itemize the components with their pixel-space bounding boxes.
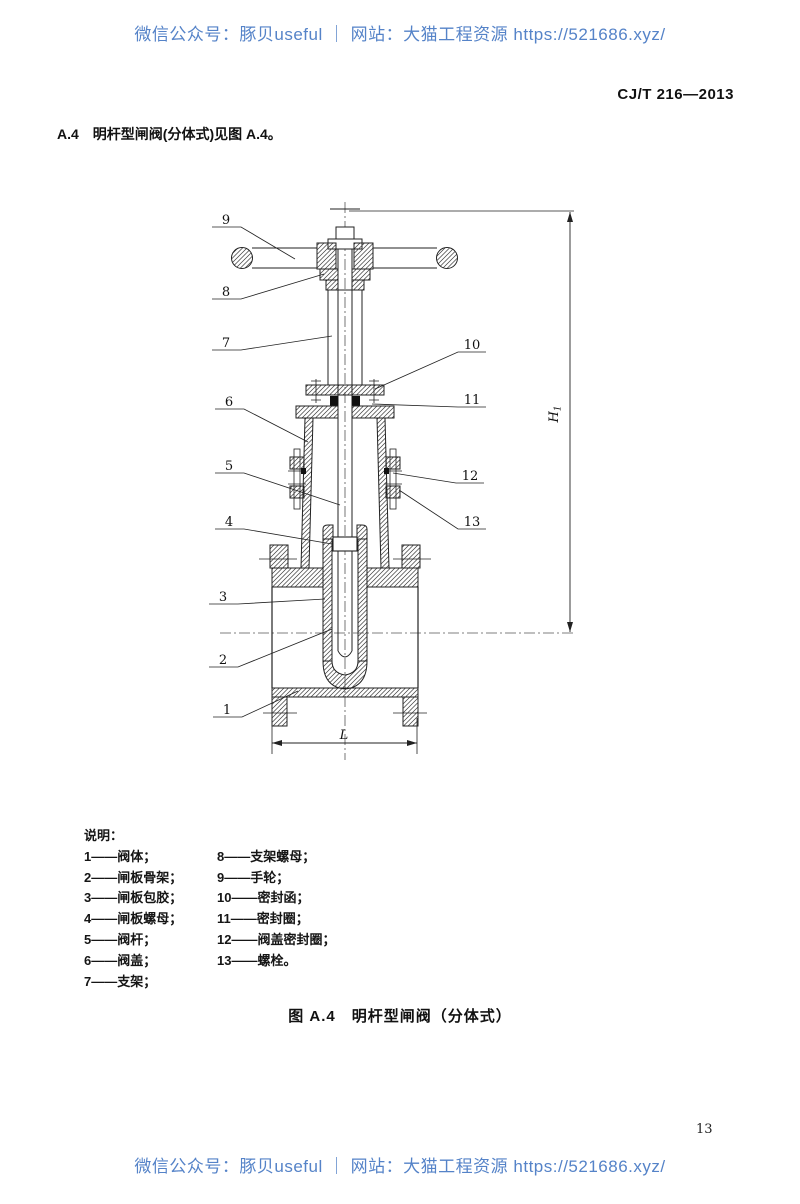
legend-item: 12——阀盖密封圈； (217, 931, 336, 947)
wheel-hub-right (353, 242, 374, 270)
legend-item: 8——支架螺母； (217, 848, 316, 864)
legend-item: 7——支架； (84, 973, 157, 989)
valve-body (259, 544, 431, 727)
clause-a4-paragraph: A.4 明杆型闸阀(分体式)见图 A.4。 (57, 124, 282, 144)
callout-leaders (209, 226, 486, 718)
legend-item: 3——闸板包胶； (84, 890, 183, 906)
legend-item: 11——密封圈； (217, 911, 309, 927)
legend-item: 1——阀体； (84, 848, 157, 864)
centerlines (220, 202, 574, 760)
legend-item: 6——阀盖； (84, 952, 157, 968)
callout-9: 9 (222, 213, 230, 228)
bonnet-bolts (288, 448, 402, 510)
callout-12: 12 (462, 469, 479, 484)
callout-8: 8 (222, 285, 230, 300)
valve-diagram: H1 (209, 202, 574, 760)
gate-assembly (322, 524, 368, 690)
bonnet-gasket-right (384, 468, 389, 474)
clause-number: A.4 (57, 126, 79, 142)
wheel-hub-left (316, 242, 337, 270)
callout-3: 3 (219, 590, 227, 605)
callout-5: 5 (225, 459, 233, 474)
legend-title: 说明： (84, 828, 124, 843)
clause-text: 明杆型闸阀(分体式)见图 A.4。 (92, 126, 282, 142)
legend-item: 5——阀杆； (84, 931, 157, 947)
callout-11: 11 (464, 393, 481, 408)
bonnet-gasket-left (301, 468, 306, 474)
callout-4: 4 (225, 515, 233, 530)
seal-rings (330, 396, 360, 406)
legend-column-1: 1——阀体； 2——闸板骨架； 3——闸板包胶； 4——闸板螺母； 5——阀杆；… (84, 847, 217, 993)
legend-item: 13——螺栓。 (217, 952, 297, 968)
bonnet (295, 405, 395, 569)
valve-stem (337, 249, 353, 537)
dimension-h1: H1 (349, 210, 574, 632)
gate-nut (332, 536, 358, 552)
stem-top (335, 226, 355, 240)
callout-6: 6 (225, 395, 233, 410)
dimension-l-label: L (339, 728, 349, 743)
handwheel (231, 226, 458, 270)
legend-item: 10——密封函； (217, 890, 310, 906)
standard-number: CJ/T 216—2013 (617, 86, 734, 103)
stuffing-box (305, 379, 385, 403)
page-number: 13 (696, 1122, 713, 1137)
callout-10: 10 (464, 338, 481, 353)
legend-item: 2——闸板骨架； (84, 869, 183, 885)
callout-numbers: 9 8 7 6 5 4 3 2 1 10 11 12 13 (219, 213, 480, 718)
callout-2: 2 (219, 653, 227, 668)
dimension-h1-label: H1 (547, 405, 564, 423)
legend: 说明： 1——阀体； 2——闸板骨架； 3——闸板包胶； 4——闸板螺母； 5—… (84, 826, 335, 992)
callout-7: 7 (222, 336, 230, 351)
legend-column-2: 8——支架螺母； 9——手轮； 10——密封函； 11——密封圈； 12——阀盖… (217, 847, 335, 993)
legend-item: 9——手轮； (217, 869, 290, 885)
callout-1: 1 (223, 703, 231, 718)
watermark-bottom: 微信公众号：豚贝useful ｜ 网站：大猫工程资源 https://52168… (134, 1157, 666, 1176)
callout-13: 13 (464, 515, 481, 530)
legend-item: 4——闸板螺母； (84, 911, 183, 927)
figure-caption: 图 A.4 明杆型闸阀（分体式） (288, 1008, 512, 1025)
watermark-top: 微信公众号：豚贝useful ｜ 网站：大猫工程资源 https://52168… (134, 25, 666, 44)
dimension-l: L (271, 718, 418, 754)
